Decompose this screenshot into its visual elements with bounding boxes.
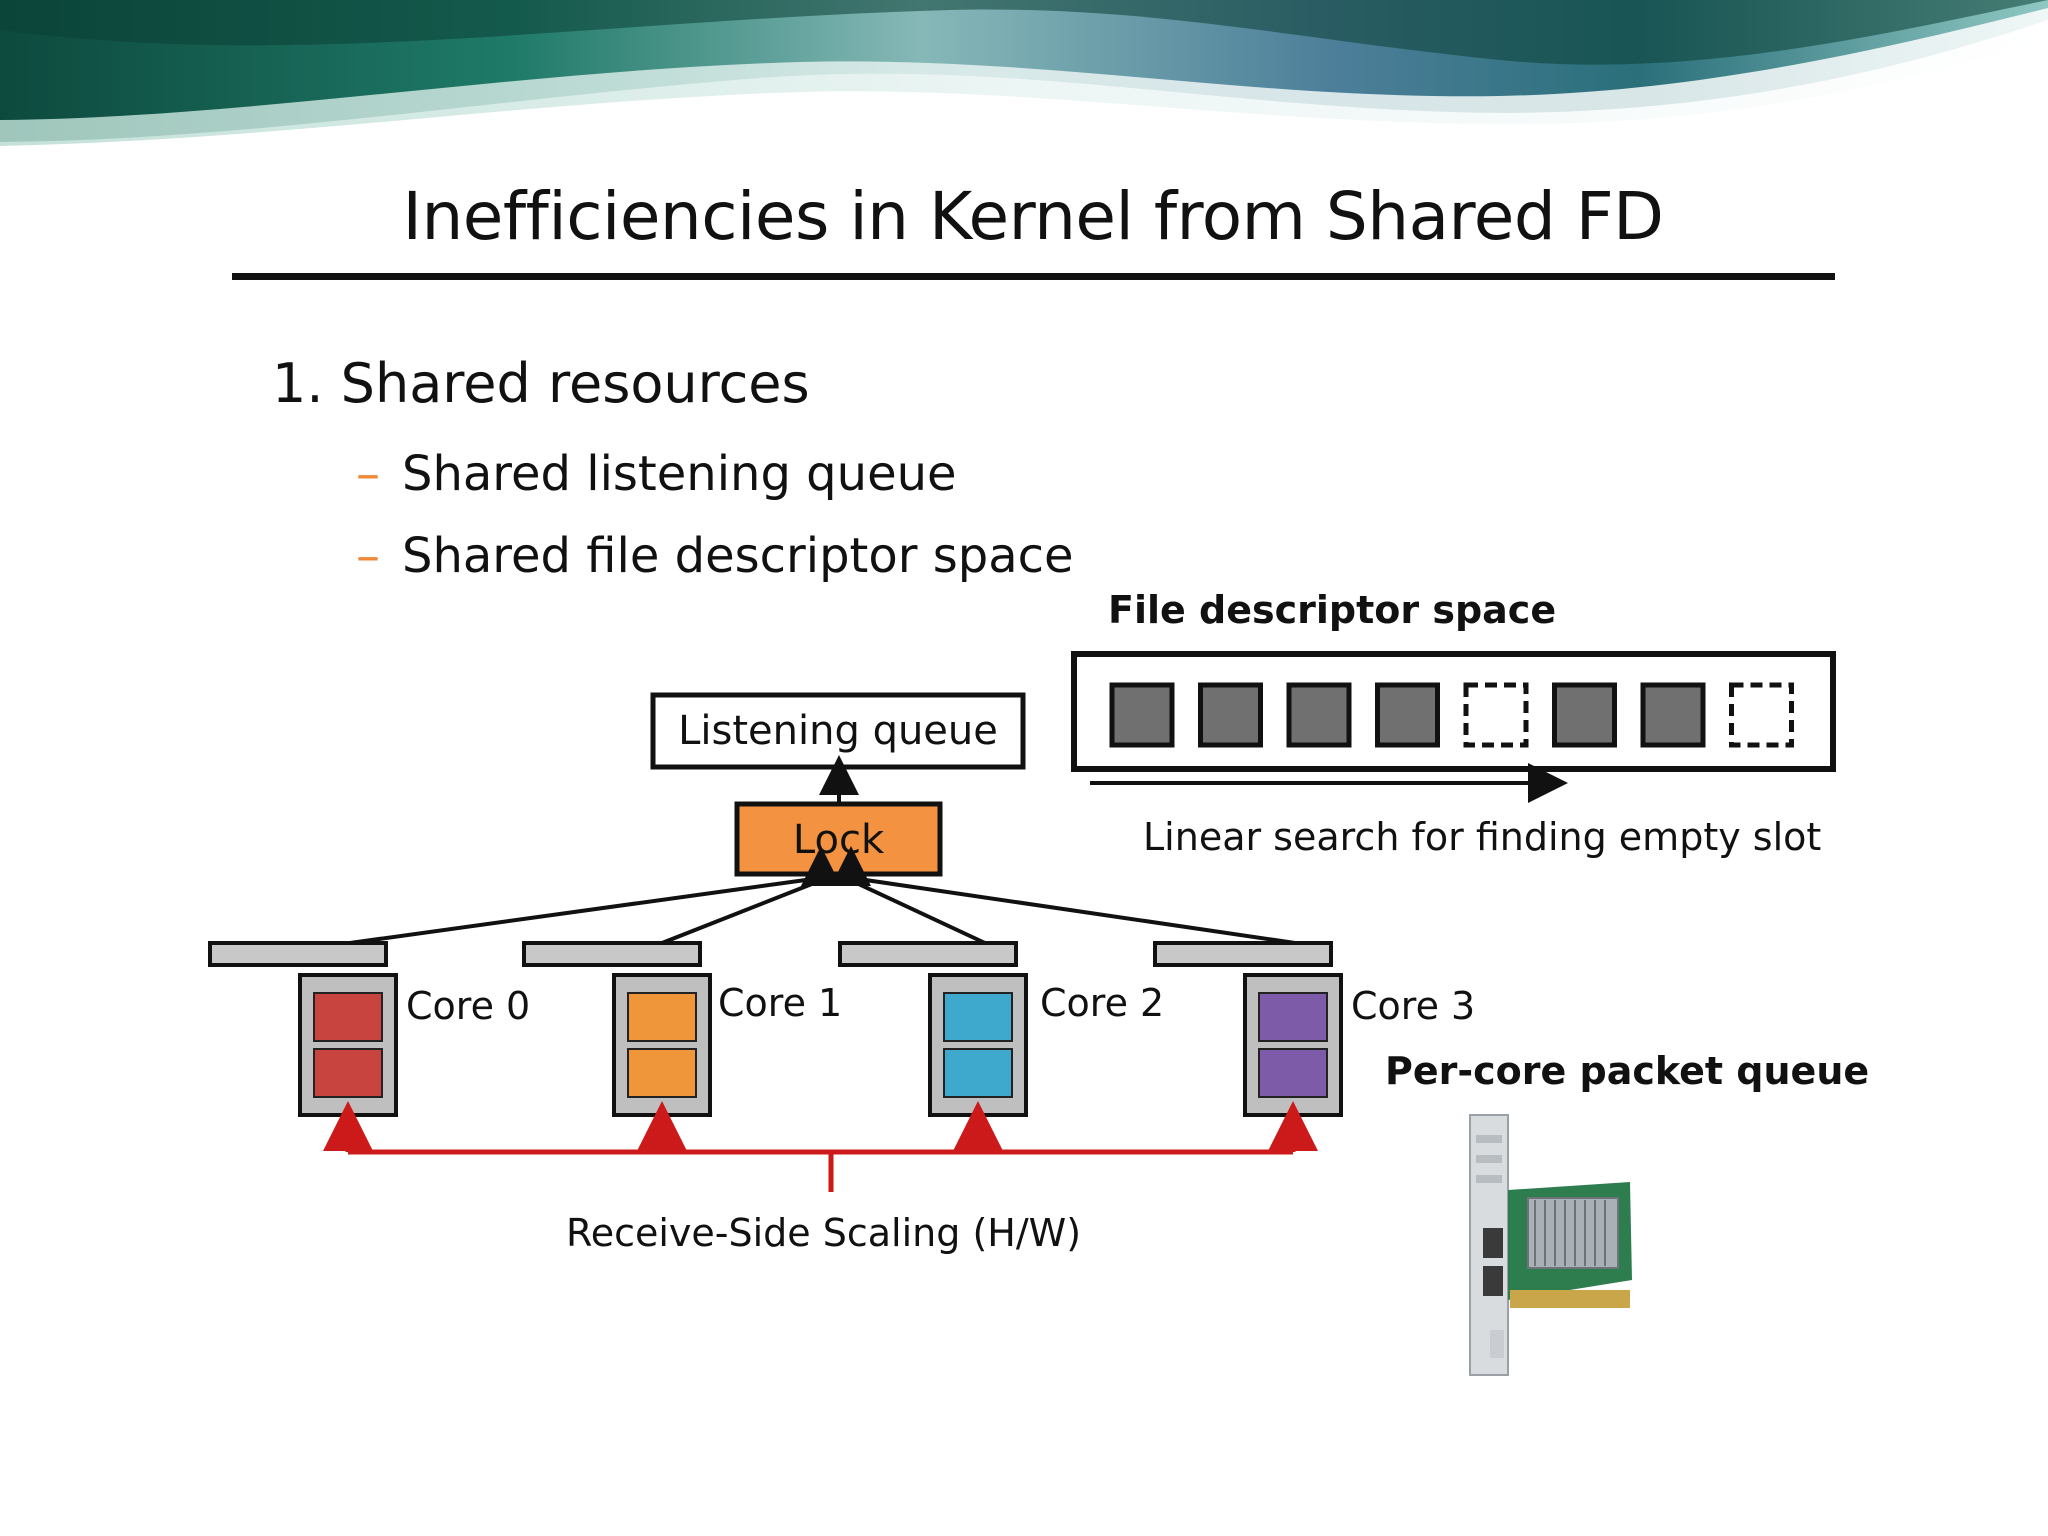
packet-slot xyxy=(943,992,1013,1042)
core-1 xyxy=(522,941,712,1117)
core-label-3: Core 3 xyxy=(1351,984,1476,1028)
bullet-text: Shared listening queue xyxy=(402,446,957,502)
core-bar xyxy=(208,941,388,967)
core-0 xyxy=(208,941,398,1117)
lock-label: Lock xyxy=(792,817,885,863)
fd-slot-filled xyxy=(1552,682,1617,748)
packet-slot xyxy=(1258,992,1328,1042)
bullet-dash: – xyxy=(356,446,380,502)
packet-slot xyxy=(943,1048,1013,1098)
fd-slot-filled xyxy=(1198,682,1263,748)
bullet-dash: – xyxy=(356,528,380,584)
bullet-text: Shared file descriptor space xyxy=(402,528,1074,584)
slide-title: Inefficiencies in Kernel from Shared FD xyxy=(402,178,1664,255)
core-bar xyxy=(1153,941,1333,967)
fd-slot-filled xyxy=(1640,682,1706,748)
fd-slot-empty xyxy=(1463,682,1529,748)
title-underline xyxy=(232,273,1835,280)
per-core-queue-label: Per-core packet queue xyxy=(1385,1049,1870,1093)
fd-space-title: File descriptor space xyxy=(1108,588,1557,632)
core-label-2: Core 2 xyxy=(1040,981,1165,1025)
header-banner xyxy=(0,0,2048,150)
linear-search-label: Linear search for finding empty slot xyxy=(1143,815,1822,859)
bullet-item: –Shared listening queue xyxy=(356,446,957,502)
packet-slot xyxy=(627,992,697,1042)
bullet-item: –Shared file descriptor space xyxy=(356,528,1074,584)
fd-slots xyxy=(1109,682,1794,748)
fd-slot-filled xyxy=(1375,682,1440,748)
core-label-1: Core 1 xyxy=(718,981,843,1025)
packet-slot xyxy=(313,1048,383,1098)
rss-label: Receive-Side Scaling (H/W) xyxy=(566,1211,1082,1255)
cores-group xyxy=(208,941,1343,1117)
fd-slot-filled xyxy=(1109,682,1175,748)
section-heading: 1. Shared resources xyxy=(272,352,810,415)
listening-queue-label: Listening queue xyxy=(678,708,998,754)
core-3 xyxy=(1153,941,1343,1117)
nic-card-image xyxy=(1469,1114,1632,1376)
core-to-lock-lines xyxy=(349,846,1296,945)
fd-space-box xyxy=(1071,651,1836,772)
core-label-0: Core 0 xyxy=(406,984,531,1028)
core-2 xyxy=(838,941,1028,1117)
fd-slot-empty xyxy=(1729,682,1794,748)
packet-slot xyxy=(313,992,383,1042)
packet-slot xyxy=(627,1048,697,1098)
packet-slot xyxy=(1258,1048,1328,1098)
rss-arrows xyxy=(323,1101,1318,1192)
fd-slot-filled xyxy=(1286,682,1352,748)
core-bar xyxy=(522,941,702,967)
core-bar xyxy=(838,941,1018,967)
